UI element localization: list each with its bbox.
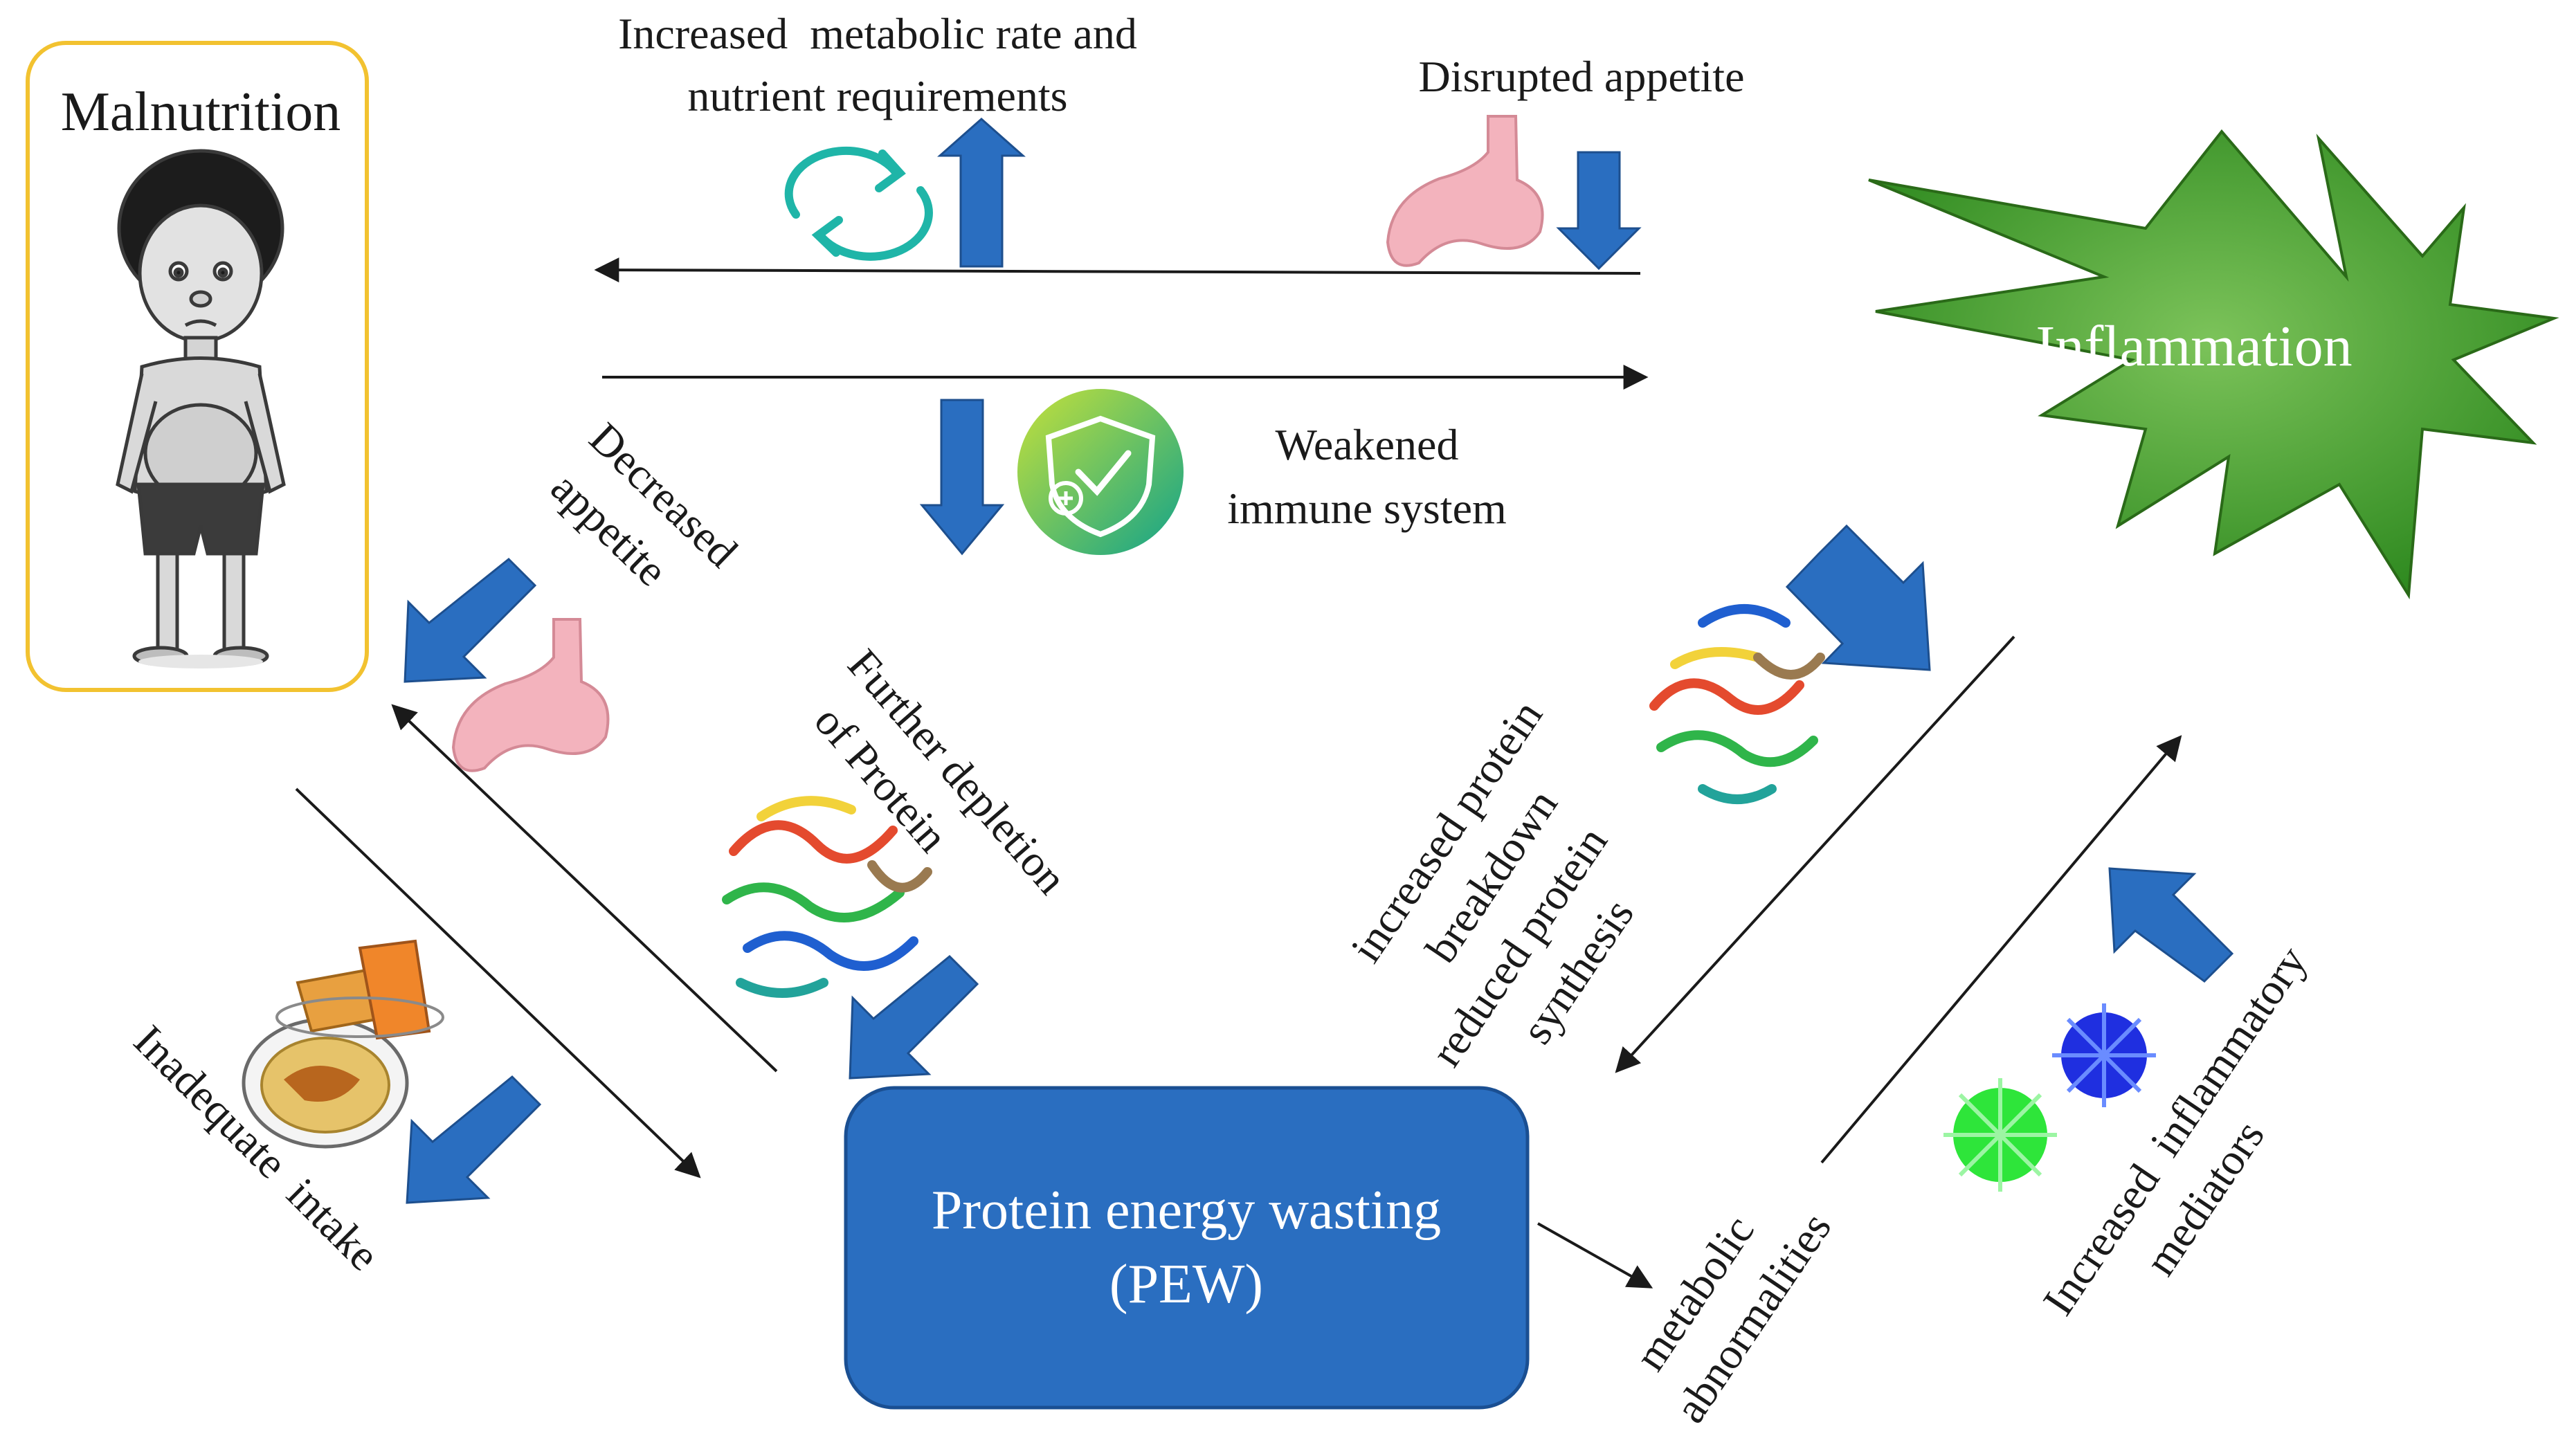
metabolic-rate-label-1: Increased metabolic rate and [618, 9, 1137, 58]
protein-structure-icon [722, 796, 932, 998]
inflammation-node: Inflammation [1868, 129, 2559, 600]
metabolic-rate-label-2: nutrient requirements [687, 71, 1067, 120]
food-plate-icon [242, 939, 444, 1149]
arrow-malnutrition-to-pew [295, 788, 701, 1179]
immune-label-2: immune system [1227, 484, 1507, 533]
malnutrition-label: Malnutrition [61, 82, 341, 143]
malnutrition-node: Malnutrition [26, 41, 369, 692]
child-figure-icon [116, 149, 286, 668]
pew-label-line2: (PEW) [1109, 1254, 1263, 1315]
pew-node: Protein energy wasting (PEW) [844, 1086, 1530, 1410]
diag-block-arrow-decreased [404, 557, 537, 683]
disrupted-appetite-label: Disrupted appetite [1419, 52, 1745, 101]
stomach-icon [451, 618, 610, 772]
arrow-pew-to-metabolic [1537, 1222, 1653, 1289]
stomach-icon [1386, 115, 1544, 267]
diag-block-arrow-mediators [2108, 867, 2234, 983]
protein-structure-icon [1649, 604, 1825, 804]
diag-block-arrow-intake [406, 1075, 542, 1204]
diag-block-arrow-depletion [849, 954, 979, 1080]
down-block-arrow-appetite [1556, 151, 1642, 271]
mediator-cell-icon [2052, 1003, 2156, 1107]
connector-arrows [295, 257, 2182, 1289]
cycle-arrows-icon [784, 146, 933, 261]
pew-label-line1: Protein energy wasting [932, 1180, 1441, 1241]
arrow-metabolic-to-inflammation [1820, 735, 2182, 1164]
down-block-arrow-immune [919, 399, 1005, 556]
diag-block-arrow-breakdown [1785, 524, 1931, 671]
immune-label-1: Weakened [1276, 420, 1459, 469]
up-block-arrow [937, 117, 1026, 268]
inflammation-label: Inflammation [2036, 314, 2352, 379]
arrow-pew-to-malnutrition [391, 704, 778, 1073]
block-arrows [404, 117, 2234, 1204]
arrow-top-left [594, 257, 1641, 283]
mediator-cell-icon [1943, 1078, 2057, 1192]
shield-check-icon [1017, 389, 1184, 555]
arrow-inflammation-to-pew [1615, 635, 2015, 1073]
